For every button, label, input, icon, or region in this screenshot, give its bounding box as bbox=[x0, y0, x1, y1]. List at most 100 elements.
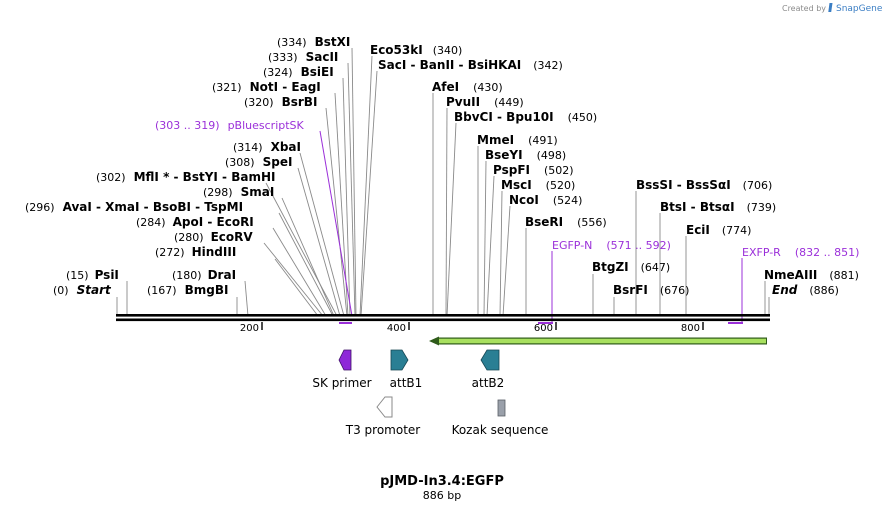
ruler-tick-label: 600 bbox=[534, 323, 553, 334]
site-eco53ki-name: Eco53kI bbox=[370, 43, 423, 57]
site-bstxi[interactable]: (334)BstXI bbox=[277, 35, 350, 49]
leader-sacii bbox=[347, 62, 356, 317]
site-start-pos: (0) bbox=[53, 284, 69, 297]
site-mfli[interactable]: (302)MflI * - BstYI - BamHI bbox=[96, 170, 275, 184]
site-spei-name: SpeI bbox=[263, 155, 293, 169]
site-bsrbi[interactable]: (320) BsrBI bbox=[244, 95, 317, 109]
primer-annotations: (303 .. 319)pBluescriptSK EGFP-N (571 .. … bbox=[155, 119, 859, 324]
attb2-label: attB2 bbox=[472, 376, 505, 390]
site-avai[interactable]: (296)AvaI - XmaI - BsoBI - TspMI bbox=[25, 200, 243, 214]
map-title: pJMD-In3.4:EGFP bbox=[380, 474, 504, 489]
site-mmei-pos: (491) bbox=[528, 134, 558, 147]
egfp-feature[interactable] bbox=[429, 336, 767, 346]
snapgene-logo: SnapGene bbox=[828, 3, 883, 14]
site-pvuii-pos: (449) bbox=[494, 96, 524, 109]
site-eco53ki[interactable]: Eco53kI (340) bbox=[370, 43, 462, 57]
primer-egfp-n[interactable]: EGFP-N (571 .. 592) bbox=[552, 239, 671, 252]
site-saci[interactable]: SacI - BanII - BsiHKAI(342) bbox=[378, 58, 563, 72]
site-bseyi-name: BseYI bbox=[485, 148, 523, 162]
site-bsrfi[interactable]: BsrFI(676) bbox=[613, 283, 689, 297]
site-end-name: End bbox=[772, 283, 798, 297]
attb1-feature[interactable]: attB1 bbox=[390, 349, 423, 390]
sk-primer-label: SK primer bbox=[312, 376, 371, 390]
site-ecorv[interactable]: (280)EcoRV bbox=[174, 230, 253, 244]
site-drai[interactable]: (180) DraI bbox=[172, 268, 236, 282]
site-xbai-pos: (314) bbox=[233, 141, 263, 154]
site-ncoi[interactable]: NcoI (524) bbox=[509, 193, 582, 207]
site-nmeaiii[interactable]: NmeAIII(881) bbox=[764, 268, 859, 282]
primer-exfp-r[interactable]: EXFP-R(832 .. 851) bbox=[742, 246, 859, 259]
site-btgzi[interactable]: BtgZI(647) bbox=[592, 260, 670, 274]
site-bsssi[interactable]: BssSI - BssSαI (706) bbox=[636, 178, 772, 192]
site-bsrbi-name: BsrBI bbox=[282, 95, 318, 109]
site-bseri-pos: (556) bbox=[577, 216, 607, 229]
site-bstxi-name: BstXI bbox=[315, 35, 351, 49]
site-pvuii[interactable]: PvuII (449) bbox=[446, 95, 524, 109]
leader-xbai bbox=[299, 152, 345, 317]
site-eco53ki-pos: (340) bbox=[433, 44, 463, 57]
site-ncoi-pos: (524) bbox=[553, 194, 583, 207]
site-pspfi[interactable]: PspFI(502) bbox=[493, 163, 574, 177]
site-afei[interactable]: AfeI(430) bbox=[432, 80, 503, 94]
site-bbvci-name: BbvCI - Bpu10I bbox=[454, 110, 554, 124]
leader-mfli bbox=[265, 182, 338, 317]
kozak-feature[interactable]: Kozak sequence bbox=[452, 399, 549, 437]
ruler-tick-label: 200 bbox=[240, 323, 259, 334]
site-bseyi[interactable]: BseYI(498) bbox=[485, 148, 566, 162]
ruler: 200 400 600 800 bbox=[240, 322, 704, 334]
site-mfli-name: MflI * - BstYI - BamHI bbox=[134, 170, 276, 184]
site-smai[interactable]: (298)SmaI bbox=[203, 185, 274, 199]
site-ncoi-name: NcoI bbox=[509, 193, 539, 207]
leader-ecorv bbox=[263, 242, 324, 317]
site-apoi-pos: (284) bbox=[136, 216, 166, 229]
site-drai-pos: (180) bbox=[172, 269, 202, 282]
primer-egfp-n-name: EGFP-N bbox=[552, 239, 592, 252]
site-bbvci[interactable]: BbvCI - Bpu10I(450) bbox=[454, 110, 597, 124]
site-nmeaiii-pos: (881) bbox=[829, 269, 859, 282]
site-psii[interactable]: (15)PsiI bbox=[66, 268, 119, 282]
site-bsrfi-pos: (676) bbox=[660, 284, 690, 297]
site-smai-pos: (298) bbox=[203, 186, 233, 199]
site-sacii-name: SacII bbox=[306, 50, 339, 64]
site-saci-pos: (342) bbox=[533, 59, 563, 72]
primer-exfp-r-range: (832 .. 851) bbox=[795, 246, 860, 259]
primer-pbluescriptsk[interactable]: (303 .. 319)pBluescriptSK bbox=[155, 119, 305, 132]
leader-bbvci bbox=[446, 122, 457, 317]
site-btsi[interactable]: BtsI - BtsαI(739) bbox=[660, 200, 776, 214]
site-noti[interactable]: (321)NotI - EagI bbox=[212, 80, 321, 94]
kozak-box-icon bbox=[497, 399, 506, 417]
site-xbai[interactable]: (314)XbaI bbox=[233, 140, 301, 154]
site-spei[interactable]: (308)SpeI bbox=[225, 155, 292, 169]
site-bsiei[interactable]: (324)BsiEI bbox=[263, 65, 334, 79]
site-hindiii[interactable]: (272)HindIII bbox=[155, 245, 236, 259]
site-bmgbi-pos: (167) bbox=[147, 284, 177, 297]
site-msci[interactable]: MscI(520) bbox=[501, 178, 575, 192]
attb2-arrow-icon bbox=[480, 349, 500, 371]
site-psii-name: PsiI bbox=[95, 268, 119, 282]
site-bsiei-name: BsiEI bbox=[301, 65, 334, 79]
t3-promoter-feature[interactable]: T3 promoter bbox=[345, 396, 421, 437]
leader-apoi bbox=[272, 227, 327, 317]
site-msci-name: MscI bbox=[501, 178, 532, 192]
site-bsrbi-pos: (320) bbox=[244, 96, 274, 109]
sk-primer-arrow-icon bbox=[338, 349, 352, 371]
site-end[interactable]: End(886) bbox=[772, 283, 839, 297]
attb2-feature[interactable]: attB2 bbox=[472, 349, 505, 390]
leader-drai bbox=[244, 280, 249, 317]
site-pvuii-name: PvuII bbox=[446, 95, 480, 109]
site-bsssi-name: BssSI - BssSαI bbox=[636, 178, 731, 192]
created-by-label: Created by bbox=[782, 4, 826, 13]
site-ecii[interactable]: EciI(774) bbox=[686, 223, 751, 237]
site-drai-name: DraI bbox=[208, 268, 236, 282]
primer-egfp-n-range: (571 .. 592) bbox=[606, 239, 671, 252]
sk-primer-feature[interactable]: SK primer bbox=[312, 349, 372, 390]
leader-avai bbox=[278, 212, 334, 317]
site-mmei[interactable]: MmeI(491) bbox=[477, 133, 558, 147]
site-apoi[interactable]: (284)ApoI - EcoRI bbox=[136, 215, 254, 229]
site-bseri[interactable]: BseRI(556) bbox=[525, 215, 607, 229]
site-bmgbi[interactable]: (167)BmgBI bbox=[147, 283, 228, 297]
site-sacii[interactable]: (333)SacII bbox=[268, 50, 338, 64]
kozak-label: Kozak sequence bbox=[452, 423, 549, 437]
site-start[interactable]: (0)Start bbox=[53, 283, 112, 297]
site-bsssi-pos: (706) bbox=[743, 179, 773, 192]
